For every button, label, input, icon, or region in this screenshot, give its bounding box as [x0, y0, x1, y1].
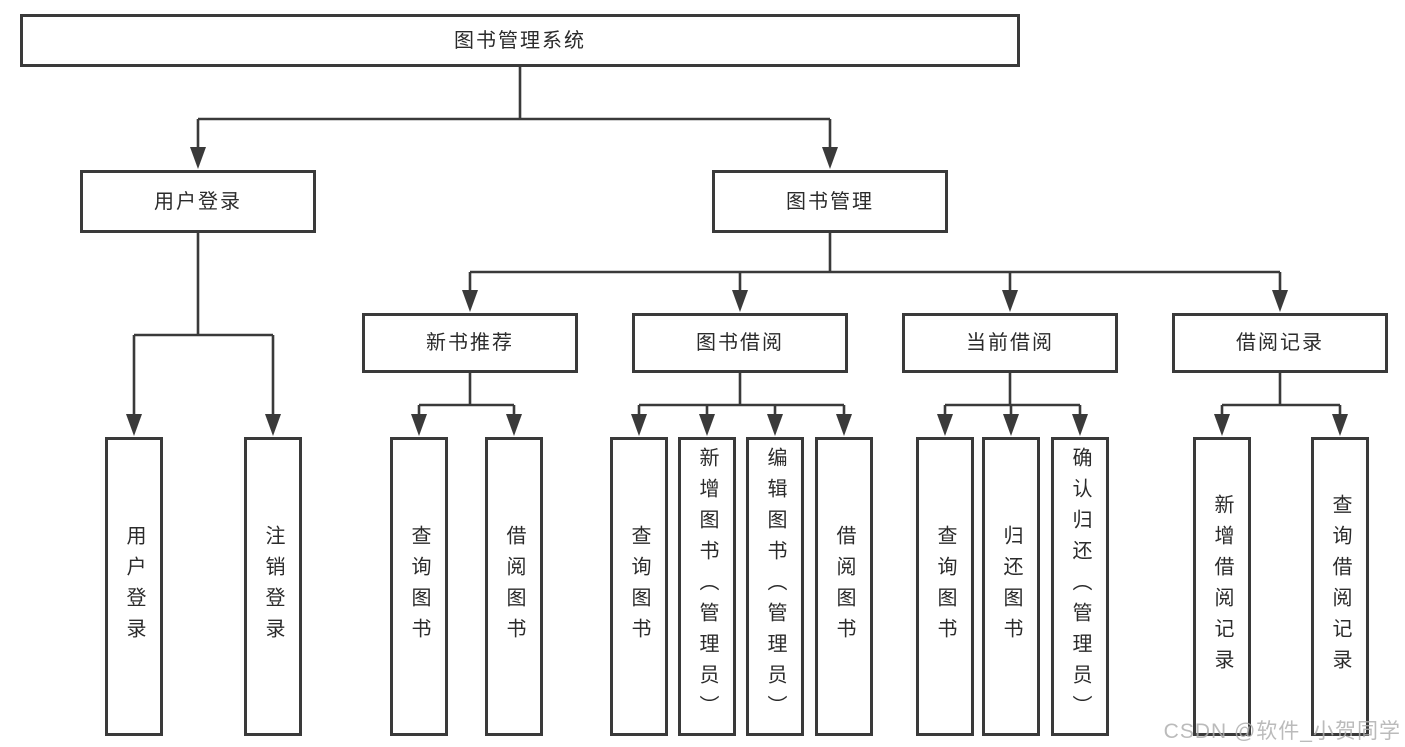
connector-mgmt-junction	[468, 232, 1282, 292]
arrowhead	[1332, 414, 1348, 436]
arrowhead	[1272, 290, 1288, 312]
leaf-logout: 注销登录	[244, 437, 302, 736]
arrowhead	[462, 290, 478, 312]
arrowhead	[190, 147, 206, 169]
leaf-current-confirm-return-admin: 确认归还（管理员）	[1051, 437, 1109, 736]
connector-current-junction	[943, 373, 1082, 416]
arrowhead	[631, 414, 647, 436]
watermark: CSDN @软件_小贺同学	[1163, 720, 1401, 743]
arrowhead	[1003, 414, 1019, 436]
connector-newbooks-junction	[417, 373, 516, 416]
connector-records-junction	[1220, 373, 1342, 416]
leaf-borrow-borrow: 借阅图书	[815, 437, 873, 736]
arrowhead	[937, 414, 953, 436]
leaf-records-add: 新增借阅记录	[1193, 437, 1251, 736]
node-book-management: 图书管理	[712, 170, 948, 233]
leaf-records-query: 查询借阅记录	[1311, 437, 1369, 736]
arrowhead	[265, 414, 281, 436]
node-borrow-records: 借阅记录	[1172, 313, 1388, 373]
leaf-current-query: 查询图书	[916, 437, 974, 736]
arrowhead	[126, 414, 142, 436]
leaf-borrow-query: 查询图书	[610, 437, 668, 736]
node-user-login: 用户登录	[80, 170, 316, 233]
arrowhead	[732, 290, 748, 312]
leaf-newbooks-borrow: 借阅图书	[485, 437, 543, 736]
leaf-newbooks-query: 查询图书	[390, 437, 448, 736]
leaf-borrow-add-admin: 新增图书（管理员）	[678, 437, 736, 736]
arrowhead	[1002, 290, 1018, 312]
arrowhead	[699, 414, 715, 436]
arrowheads	[126, 147, 1348, 436]
leaf-current-return: 归还图书	[982, 437, 1040, 736]
node-current-borrow: 当前借阅	[902, 313, 1118, 373]
node-book-borrow: 图书借阅	[632, 313, 848, 373]
leaf-user-login: 用户登录	[105, 437, 163, 736]
arrowhead	[506, 414, 522, 436]
connector-login-junction	[132, 233, 275, 416]
node-root: 图书管理系统	[20, 14, 1020, 67]
arrowhead	[411, 414, 427, 436]
arrowhead	[1214, 414, 1230, 436]
arrowhead	[1072, 414, 1088, 436]
node-new-book-recommend: 新书推荐	[362, 313, 578, 373]
leaf-borrow-edit-admin: 编辑图书（管理员）	[746, 437, 804, 736]
arrowhead	[836, 414, 852, 436]
arrowhead	[822, 147, 838, 169]
arrowhead	[767, 414, 783, 436]
connector-root-junction	[196, 67, 832, 149]
connector-borrow-junction	[637, 373, 846, 416]
